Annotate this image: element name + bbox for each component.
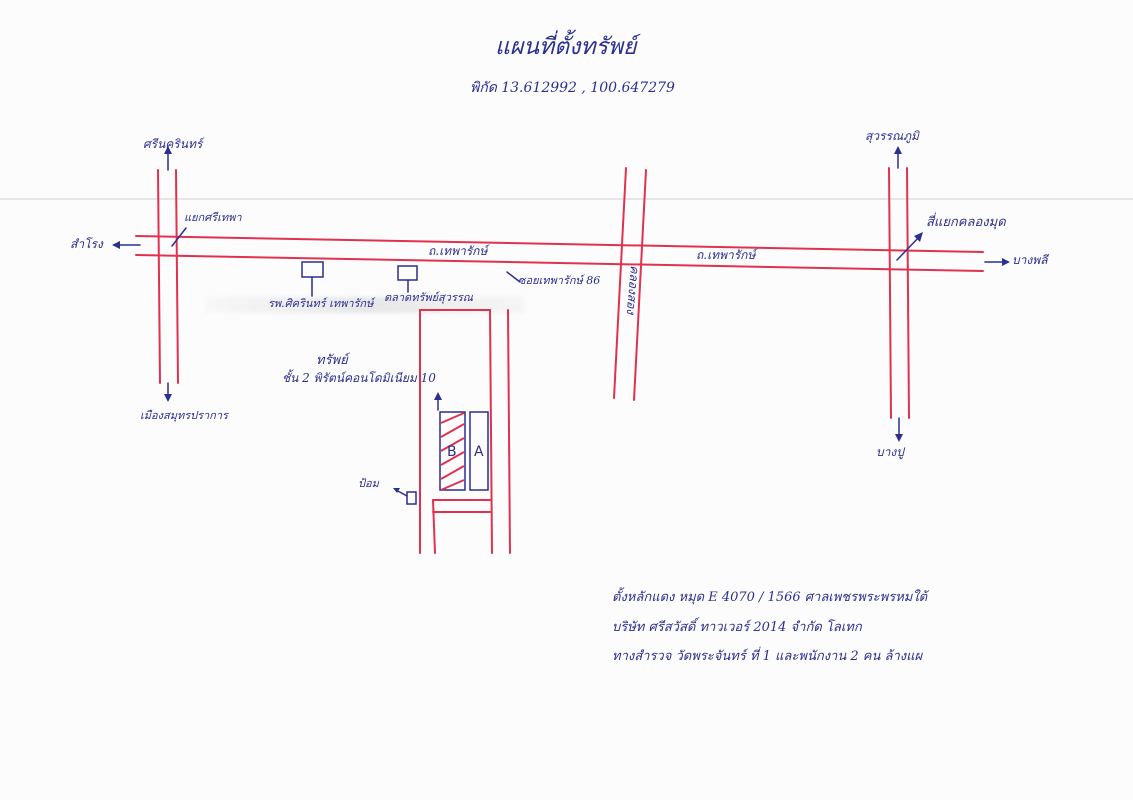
- direction-muang-samutprakan: เมืองสมุทรปราการ: [140, 409, 228, 422]
- soi-east-edge: [507, 309, 511, 554]
- landmark-hospital-label: รพ.ศิครินทร์ เทพารักษ์: [268, 297, 374, 310]
- note-line-3: ทางสำรวจ วัดพระจันทร์ ที่ 1 และพนักงาน 2…: [612, 649, 923, 664]
- landmark-market-label: ตลาดทรัพย์สุวรรณ: [384, 291, 473, 304]
- direction-fort: ป้อม: [358, 477, 379, 490]
- property-plot-a: [469, 411, 489, 491]
- arrow-suvarnabhumi-head: [894, 146, 902, 154]
- note-line-2: บริษัท ศรีสวัสดิ์ ทาวเวอร์ 2014 จำกัด โล…: [612, 620, 862, 635]
- hospital-box: [301, 261, 324, 278]
- hatch-1: [440, 412, 465, 424]
- road-main-bottom-edge: [135, 254, 984, 272]
- canal-west-edge: [613, 167, 627, 399]
- coordinates: พิกัด 13.612992 , 100.647279: [470, 80, 675, 96]
- market-box: [397, 265, 418, 281]
- direction-suvarnabhumi: สุวรรณภูมิ: [865, 129, 919, 143]
- pointer-klongmud-head: [914, 232, 923, 242]
- direction-srinakarin: ศรีนครินทร์: [143, 137, 203, 151]
- note-line-1: ตั้งหลักแดง หมุด E 4070 / 1566 ศาลเพชรพร…: [612, 590, 928, 605]
- road-left-east-edge: [175, 169, 179, 384]
- property-plot-b: [439, 411, 466, 491]
- pointer-klongmud: [896, 235, 921, 261]
- direction-bangphli: บางพลี: [1012, 253, 1048, 267]
- pointer-property-head: [434, 392, 442, 400]
- road-label-canal: คลองสอง: [623, 264, 642, 315]
- soi-west-edge: [489, 309, 493, 554]
- road-right-west-edge: [888, 167, 892, 419]
- arrow-muang-head: [164, 394, 172, 402]
- arrow-samrong-head: [112, 241, 120, 249]
- hatch-3: [440, 437, 465, 452]
- direction-bangpu: บางปู: [876, 445, 904, 459]
- road-main-top-edge: [135, 235, 984, 253]
- property-label: ทรัพย์: [316, 353, 348, 368]
- hatch-6: [440, 479, 465, 491]
- arrow-bangphli-head: [1002, 258, 1010, 266]
- plot-a-letter: A: [474, 444, 484, 460]
- arrow-bangpu-head: [895, 434, 903, 442]
- soi-inner-road-west: [432, 499, 436, 554]
- intersection-klongmud: สี่แยกคลองมุด: [926, 215, 1006, 230]
- hatch-5: [440, 465, 465, 480]
- fort-box: [406, 491, 417, 505]
- road-label-theparak-right: ถ.เทพารักษ์: [696, 248, 756, 262]
- road-label-theparak-left: ถ.เทพารักษ์: [428, 244, 488, 258]
- property-detail: ชั้น 2 พิรัตน์คอนโดมิเนียม 10: [282, 371, 436, 385]
- hatch-4: [440, 451, 465, 466]
- road-left-west-edge: [157, 169, 161, 384]
- fort-arrowhead: [393, 488, 400, 493]
- plot-b-letter: B: [447, 444, 457, 460]
- arrow-srinakarin-head: [164, 146, 172, 154]
- pointer-sritepa: [171, 227, 187, 247]
- pointer-soi: [506, 271, 521, 283]
- road-label-soi-86: ซอยเทพารักษ์ 86: [518, 274, 601, 287]
- direction-samrong: สำโรง: [70, 237, 103, 251]
- scan-artifact-line: [0, 198, 1133, 200]
- canal-east-edge: [633, 169, 647, 401]
- map-title: แผนที่ตั้งทรัพย์: [495, 34, 637, 60]
- intersection-sritepa: แยกศรีเทพา: [184, 211, 242, 224]
- hatch-2: [440, 423, 465, 438]
- road-right-east-edge: [906, 167, 910, 419]
